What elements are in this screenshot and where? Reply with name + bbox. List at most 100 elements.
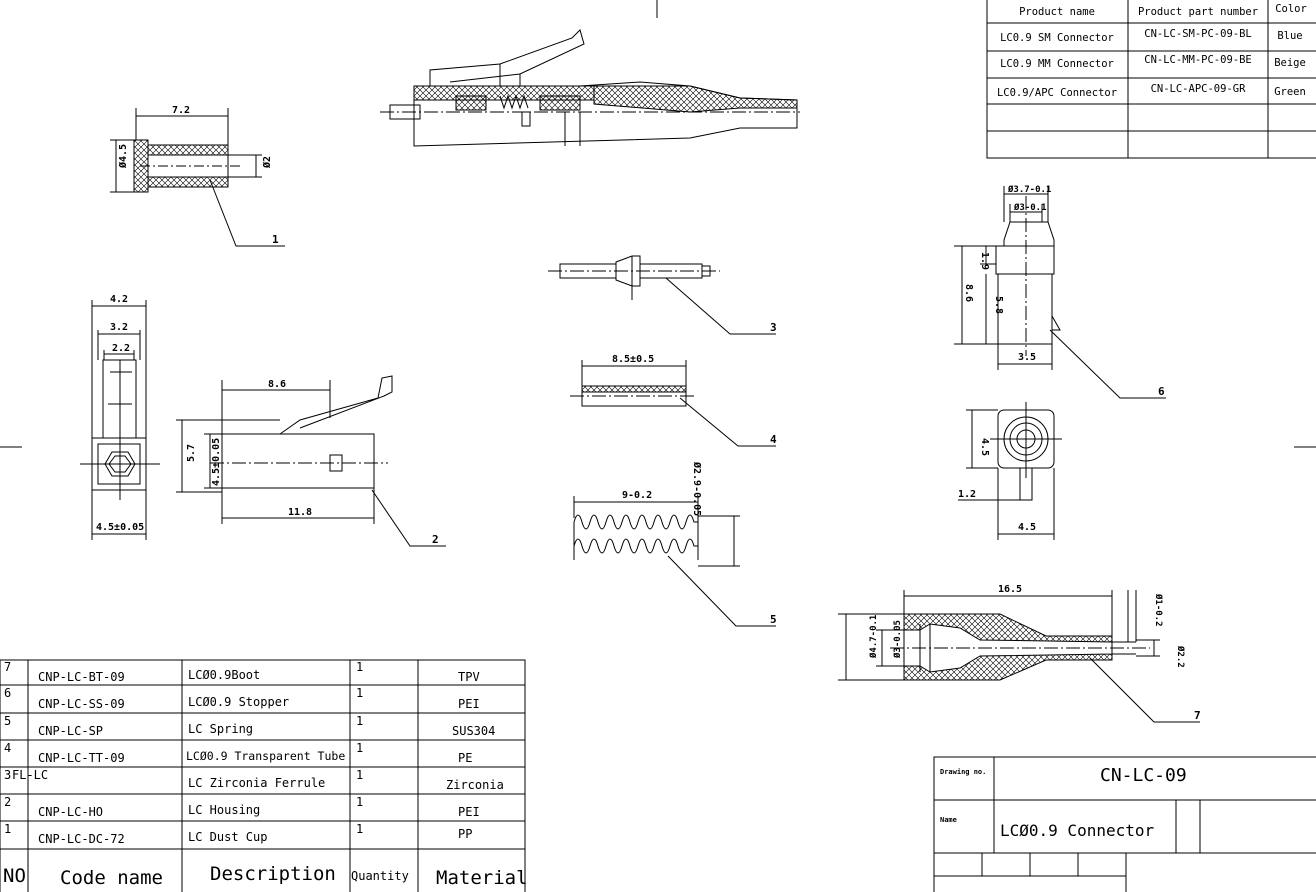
- tube-drawing: [570, 360, 776, 447]
- dim-dust-cup-od: Ø4.5: [117, 144, 129, 169]
- bom-row-2-qty: 1: [356, 795, 363, 809]
- balloon-3: 3: [770, 321, 777, 334]
- dim-housing-w1: 4.2: [110, 294, 128, 305]
- dim-dust-cup-length: 7.2: [172, 105, 190, 116]
- balloon-2: 2: [432, 533, 439, 546]
- product-row-2-name: LC0.9 MM Connector: [1000, 58, 1114, 70]
- bom-row-6-qty: 1: [356, 686, 363, 700]
- bom-row-6-no: 6: [4, 686, 11, 700]
- bom-row-6-desc: LCØ0.9 Stopper: [188, 695, 289, 709]
- dim-housing-len2: 11.8: [288, 507, 312, 518]
- product-row-3-color: Green: [1274, 86, 1306, 98]
- bom-row-4-code: CNP-LC-TT-09: [38, 751, 125, 765]
- bom-header-material: Material: [436, 867, 528, 889]
- bom-header-code: Code name: [60, 867, 163, 889]
- boot-drawing: [838, 590, 1200, 723]
- balloon-6: 6: [1158, 385, 1165, 398]
- dim-housing-h2: 4.5±0.05: [211, 438, 222, 486]
- bom-row-7-desc: LCØ0.9Boot: [188, 668, 260, 682]
- bom-row-6-material: PEI: [458, 697, 480, 711]
- bom-row-6-code: CNP-LC-SS-09: [38, 697, 125, 711]
- bom-row-4-qty: 1: [356, 741, 363, 755]
- dim-boot-d1: Ø1-0.2: [1153, 593, 1164, 627]
- bom-table-grid: [0, 659, 526, 892]
- product-row-3-part: CN-LC-APC-09-GR: [1151, 83, 1247, 95]
- product-row-1-part: CN-LC-SM-PC-09-BL: [1144, 28, 1251, 40]
- bom-row-1-desc: LC Dust Cup: [188, 830, 267, 844]
- dim-stopper-d2: Ø3-0.1: [1013, 202, 1047, 213]
- balloon-7: 7: [1194, 709, 1201, 722]
- bom-row-2-no: 2: [4, 795, 11, 809]
- bom-row-7-qty: 1: [356, 660, 363, 674]
- dim-stopper-sq: 4.5: [979, 438, 990, 456]
- bom-row-4-desc: LCØ0.9 Transparent Tube: [186, 749, 345, 763]
- dim-stopper-sq-width: 4.5: [1018, 522, 1036, 533]
- assembly-drawing: [380, 29, 800, 147]
- dim-boot-d3: Ø3-0.05: [892, 620, 903, 659]
- product-table-grid: [986, 0, 1316, 159]
- product-row-1-name: LC0.9 SM Connector: [1000, 32, 1114, 44]
- dim-housing-w3: 2.2: [112, 343, 130, 354]
- dim-stopper-offset: 1.2: [958, 489, 976, 500]
- housing-front-view: [80, 300, 160, 540]
- bom-row-3-no: 3: [4, 768, 11, 782]
- ferrule-drawing: [548, 255, 776, 335]
- dim-spring-len: 9-0.2: [622, 490, 652, 501]
- product-row-2-color: Beige: [1274, 57, 1306, 69]
- bom-row-3-qty: 1: [356, 768, 363, 782]
- bom-row-7-code: CNP-LC-BT-09: [38, 670, 125, 684]
- bom-row-4-material: PE: [458, 751, 472, 765]
- dim-dust-cup-id: Ø2: [261, 156, 273, 169]
- dim-boot-len: 16.5: [998, 584, 1022, 595]
- dim-stopper-w: 3.5: [1018, 352, 1036, 363]
- bom-row-5-no: 5: [4, 714, 11, 728]
- stopper-drawing: [954, 186, 1166, 540]
- dim-stopper-d1: Ø3.7-0.1: [1007, 184, 1051, 195]
- bom-row-5-desc: LC Spring: [188, 722, 253, 736]
- product-header-name: Product name: [1019, 6, 1095, 18]
- bom-row-1-code: CNP-LC-DC-72: [38, 832, 125, 846]
- bom-header-description: Description: [210, 863, 336, 885]
- product-row-2-part: CN-LC-MM-PC-09-BE: [1144, 54, 1251, 66]
- bom-row-7-material: TPV: [458, 670, 480, 684]
- bom-header-no: NO: [3, 865, 26, 887]
- product-header-color: Color: [1275, 3, 1307, 15]
- bom-row-2-material: PEI: [458, 805, 480, 819]
- bom-row-3-material: Zirconia: [446, 778, 504, 792]
- bom-row-1-no: 1: [4, 822, 11, 836]
- dim-housing-h1: 5.7: [186, 444, 197, 462]
- bom-row-2-code: CNP-LC-HO: [38, 805, 103, 819]
- title-drawing-no: CN-LC-09: [1100, 765, 1187, 786]
- title-name-label: Name: [940, 816, 957, 824]
- bom-row-7-no: 7: [4, 660, 11, 674]
- housing-side-view: [176, 375, 446, 547]
- dim-tube-len: 8.5±0.5: [612, 354, 654, 365]
- bom-row-5-qty: 1: [356, 714, 363, 728]
- balloon-4: 4: [770, 433, 777, 446]
- dim-housing-w4: 4.5±0.05: [96, 522, 144, 533]
- dim-stopper-h1: 1.9: [979, 252, 990, 270]
- balloon-1: 1: [272, 233, 279, 246]
- bom-row-2-desc: LC Housing: [188, 803, 260, 817]
- dust-cup-drawing: [110, 108, 285, 247]
- balloon-5: 5: [770, 613, 777, 626]
- dim-housing-w2: 3.2: [110, 322, 128, 333]
- title-drawing-no-label: Drawing no.: [940, 768, 986, 776]
- title-block-grid: [933, 756, 1316, 892]
- bom-row-5-code: CNP-LC-SP: [38, 724, 103, 738]
- bom-row-5-material: SUS304: [452, 724, 495, 738]
- bom-header-quantity: Quantity: [351, 869, 409, 883]
- dim-stopper-h3: 5.8: [993, 296, 1004, 314]
- dim-boot-d4: Ø2.2: [1175, 645, 1186, 668]
- bom-row-1-qty: 1: [356, 822, 363, 836]
- spring-drawing: [573, 496, 776, 627]
- bom-row-3-code: FL-LC: [12, 768, 48, 782]
- title-name: LCØ0.9 Connector: [1000, 821, 1154, 840]
- dim-stopper-h2: 8.6: [963, 284, 974, 302]
- product-row-3-name: LC0.9/APC Connector: [997, 87, 1117, 99]
- bom-row-3-desc: LC Zirconia Ferrule: [188, 776, 325, 790]
- dim-spring-dia: Ø2.9-0.05: [691, 461, 703, 516]
- bom-row-1-material: PP: [458, 827, 472, 841]
- dim-housing-len1: 8.6: [268, 379, 286, 390]
